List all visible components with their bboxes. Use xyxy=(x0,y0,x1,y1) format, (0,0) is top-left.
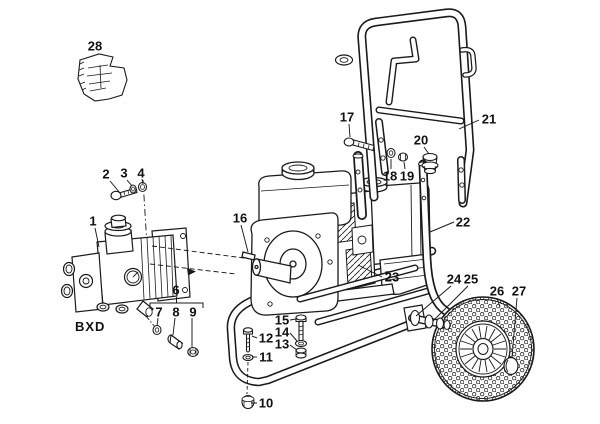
callout-2: 2 xyxy=(102,167,109,182)
callout-18: 18 xyxy=(383,169,397,184)
callout-21: 21 xyxy=(482,112,496,127)
callout-leader-22 xyxy=(429,221,455,233)
callout-leader-23 xyxy=(357,264,383,278)
callout-10: 10 xyxy=(259,396,273,411)
mounting-pad-part xyxy=(77,53,128,102)
plug-part-8 xyxy=(167,334,184,350)
callout-24: 24 xyxy=(447,272,462,287)
direction-arrow xyxy=(187,268,196,276)
hubcap-part-27 xyxy=(503,356,519,376)
callout-17: 17 xyxy=(340,110,354,125)
callout-leader-7 xyxy=(156,317,159,327)
frame-cross-rails xyxy=(296,264,432,326)
callout-leader-17 xyxy=(348,123,351,138)
callout-12: 12 xyxy=(259,331,273,346)
axle-assembly xyxy=(403,304,519,376)
callout-23: 23 xyxy=(385,270,399,285)
callout-1: 1 xyxy=(89,214,96,229)
pump-bolt-set xyxy=(110,181,148,201)
callout-14: 14 xyxy=(275,325,290,340)
callout-16: 16 xyxy=(233,211,247,226)
fitting-set-6 xyxy=(152,324,199,357)
callout-leader-25 xyxy=(432,285,469,322)
bolt-part-15 xyxy=(295,314,307,342)
bolt-part-12 xyxy=(242,327,254,353)
callout-leader-4 xyxy=(141,178,144,185)
shaft-key-part xyxy=(241,251,256,261)
dome-nut-part-10 xyxy=(241,394,255,410)
tube-cap-part-20 xyxy=(421,152,439,175)
callout-leader-16 xyxy=(240,224,249,253)
callout-7: 7 xyxy=(155,305,162,320)
callout-20: 20 xyxy=(414,133,428,148)
callout-13: 13 xyxy=(275,337,289,352)
pump-illustration xyxy=(60,179,191,328)
callout-25: 25 xyxy=(464,272,478,287)
callout-4: 4 xyxy=(137,166,145,181)
callout-8: 8 xyxy=(172,305,179,320)
callout-leader-19 xyxy=(403,161,406,170)
callout-19: 19 xyxy=(400,169,414,184)
callout-22: 22 xyxy=(456,215,470,230)
callout-11: 11 xyxy=(259,350,273,365)
callout-27: 27 xyxy=(512,284,526,299)
callout-leader-24 xyxy=(415,285,452,317)
nut-part-13 xyxy=(295,347,307,359)
callout-26: 26 xyxy=(490,284,504,299)
wheel-illustration xyxy=(431,296,535,402)
frame-uprights xyxy=(352,151,456,320)
cap-nut-part-9 xyxy=(187,347,199,357)
callout-leader-21 xyxy=(458,119,480,130)
callout-9: 9 xyxy=(189,305,196,320)
frame-fasteners xyxy=(241,314,308,410)
axle-washer-part-24 xyxy=(409,309,421,327)
callout-3: 3 xyxy=(120,166,127,181)
callout-leader-15 xyxy=(289,318,297,321)
callout-leader-3 xyxy=(126,179,133,187)
callout-leader-8 xyxy=(172,317,176,336)
callout-leader-14 xyxy=(289,332,298,342)
callout-leader-26 xyxy=(496,297,501,308)
callout-leader-20 xyxy=(423,146,430,155)
alignment-dashed-lines xyxy=(149,245,245,276)
handle-fasteners xyxy=(343,137,439,175)
handle-illustration xyxy=(334,8,477,208)
engine-illustration xyxy=(241,161,431,316)
callout-15: 15 xyxy=(275,313,289,328)
callout-leader-12 xyxy=(251,335,258,339)
callout-28: 28 xyxy=(88,39,102,54)
callout-leader-13 xyxy=(289,344,298,351)
model-label: BXD xyxy=(75,319,105,334)
group-bracket-6 xyxy=(149,297,204,308)
nut-part-19 xyxy=(397,152,409,162)
wheel-spokes xyxy=(460,325,506,373)
callout-6: 6 xyxy=(172,283,179,298)
alignment-dashed-line xyxy=(246,361,249,395)
bolt-part-17 xyxy=(343,137,375,152)
axle-spacer-part-25 xyxy=(424,314,434,329)
frame-loop xyxy=(226,246,437,387)
callout-leader-1 xyxy=(94,227,100,248)
handle-ring-tab xyxy=(334,54,354,66)
callout-leader-2 xyxy=(109,180,121,194)
callout-leader-27 xyxy=(511,297,518,358)
